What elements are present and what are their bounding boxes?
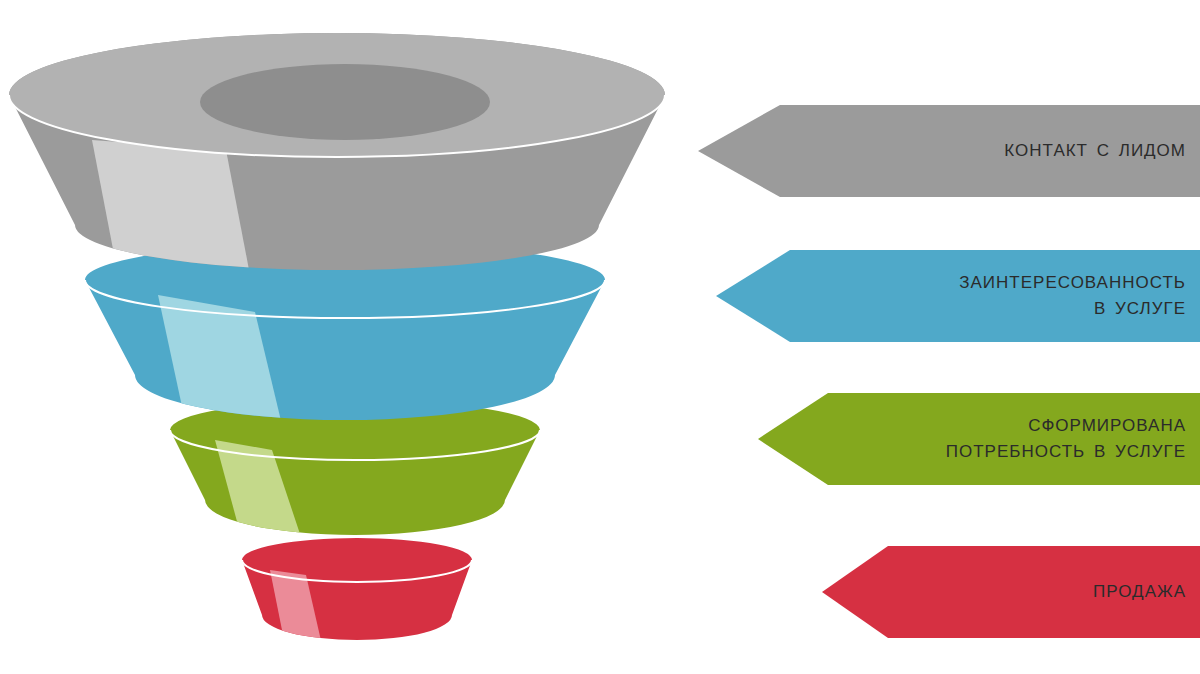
- stage-label-text: СФОРМИРОВАНА ПОТРЕБНОСТЬ В УСЛУГЕ: [916, 413, 1186, 466]
- funnel-stage-label: ПРОДАЖА: [822, 546, 1200, 638]
- funnel-band-green: [170, 400, 540, 540]
- arrow-plate-shape: [758, 393, 1200, 485]
- stage-label-text: ПРОДАЖА: [1093, 579, 1186, 605]
- arrow-plate-shape: [698, 105, 1200, 197]
- funnel-stage-label: КОНТАКТ С ЛИДОМ: [698, 105, 1200, 197]
- arrow-plate: [716, 250, 1200, 342]
- funnel-stage-label: ЗАИНТЕРЕСОВАННОСТЬ В УСЛУГЕ: [716, 250, 1200, 342]
- stage-label-text: ЗАИНТЕРЕСОВАННОСТЬ В УСЛУГЕ: [951, 270, 1186, 323]
- funnel-band-grey: [9, 33, 665, 275]
- arrow-plate: [758, 393, 1200, 485]
- stage-label-text: КОНТАКТ С ЛИДОМ: [1004, 138, 1186, 164]
- arrow-plate-shape: [822, 546, 1200, 638]
- arrow-plate-shape: [716, 250, 1200, 342]
- funnel-stage-label: СФОРМИРОВАНА ПОТРЕБНОСТЬ В УСЛУГЕ: [758, 393, 1200, 485]
- funnel-band-red: [242, 538, 472, 645]
